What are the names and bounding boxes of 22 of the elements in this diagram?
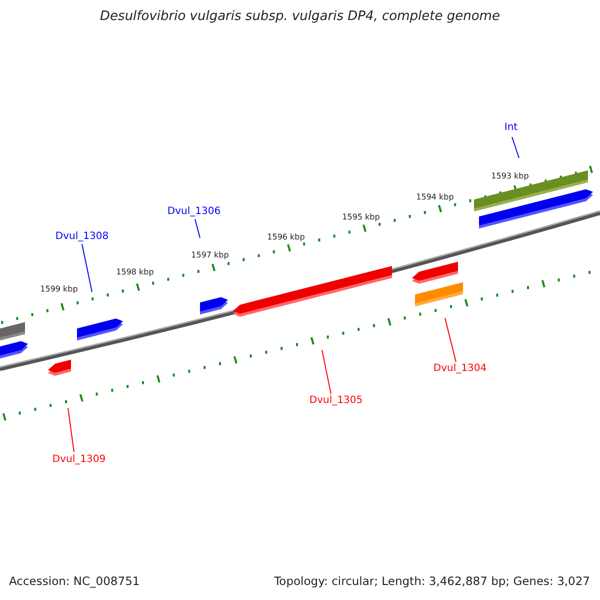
gene-label: Int (504, 122, 518, 134)
scale-label: 1595 kbp (342, 212, 380, 222)
leader-line (82, 244, 92, 292)
scale-label: 1597 kbp (191, 250, 229, 260)
scale-label: 1599 kbp (40, 284, 78, 294)
diagram-title: Desulfovibrio vulgaris subsp. vulgaris DP4, complete genome (99, 9, 501, 24)
genome-info-text: Topology: circular; Length: 3,462,887 bp; Genes: 3,027 (274, 574, 590, 588)
gene-label: Dvul_1309 (52, 454, 106, 466)
leader-line (512, 136, 520, 158)
scale-label: 1598 kbp (116, 268, 154, 276)
gene-label: Dvul_1304 (433, 363, 487, 375)
accession-text: Accession: NC_008751 (9, 574, 140, 588)
gene-label: Dvul_1308 (55, 231, 109, 243)
gene-label: Dvul_1305 (309, 395, 363, 407)
scale-label: 1594 kbp (416, 192, 454, 202)
leader-line (68, 408, 74, 452)
scale-label: 1593 kbp (491, 172, 529, 180)
gene-label: Dvul_1306 (167, 206, 221, 218)
scale-label: 1596 kbp (267, 232, 305, 242)
leader-line (194, 218, 200, 238)
leader-line (322, 350, 332, 394)
leader-line (444, 318, 456, 362)
